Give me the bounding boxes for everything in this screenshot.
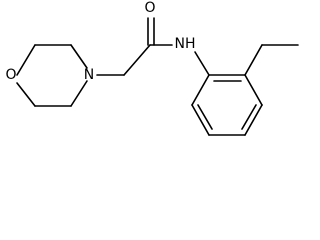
atom-label-amide-nitrogen: NH (175, 36, 196, 52)
molecule-structure: O NH N O (5, 0, 299, 136)
atom-label-carbonyl-oxygen: O (144, 0, 155, 16)
atom-label-morpholine-oxygen: O (5, 67, 16, 83)
bond-ring-c2-n (70, 44, 88, 69)
amide-linker (96, 17, 210, 76)
phenyl-ring (191, 74, 263, 136)
bond-ring-n-c3 (70, 80, 88, 107)
bond-nh-phenyl (194, 51, 210, 76)
ethyl-group (244, 44, 299, 76)
bond-ph-5-6 (191, 104, 210, 136)
bond-ph-2-3 (244, 74, 263, 106)
morpholine-ring (16, 44, 88, 107)
bond-ph-inner-c (197, 104, 213, 130)
bond-ph-inner-b (241, 104, 257, 130)
bond-ch2-carbonyl (123, 44, 151, 76)
bond-ring-c4-o (16, 82, 36, 107)
atom-labels: O NH N O (5, 0, 195, 83)
bond-ph-3-4 (244, 104, 263, 136)
bond-ph-6-1 (191, 74, 210, 106)
bond-ring-o-c1 (16, 44, 36, 76)
atom-label-morpholine-nitrogen: N (84, 67, 94, 83)
bond-ph-ethyl (244, 44, 263, 76)
